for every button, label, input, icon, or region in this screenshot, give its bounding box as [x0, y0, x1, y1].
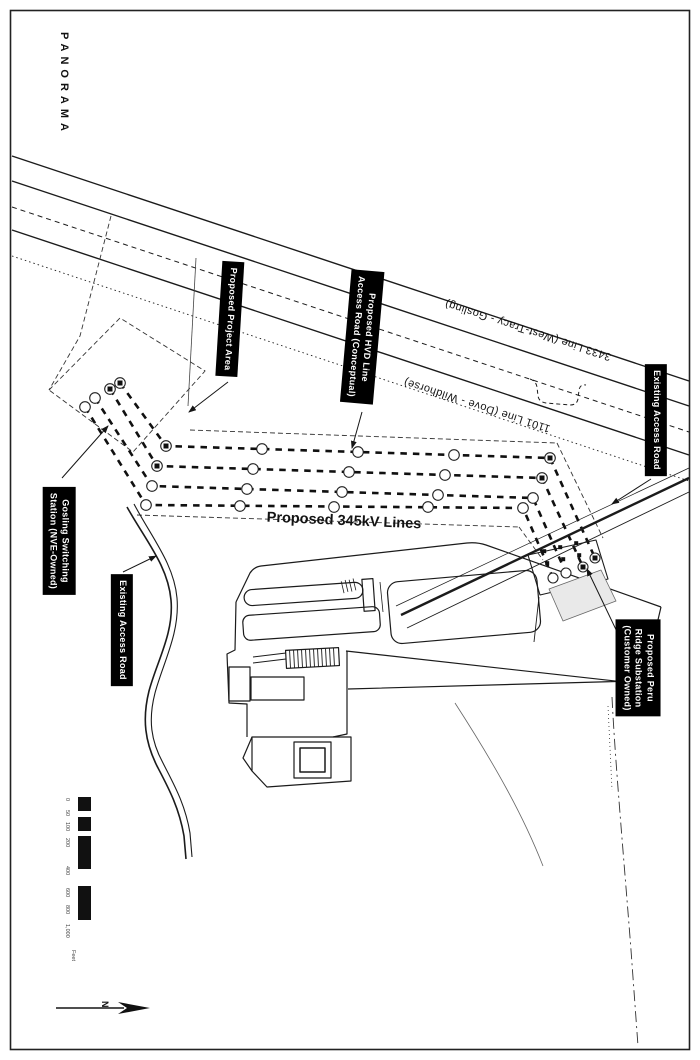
- callout-existing-access-road-left: Existing Access Road: [111, 574, 133, 686]
- scale-unit-label: Feet: [70, 950, 76, 961]
- north-arrow: N: [56, 1001, 150, 1014]
- north-arrow-head: [118, 1002, 150, 1014]
- callout-text: Proposed Project Area: [222, 267, 239, 371]
- leader-lines: [61, 381, 652, 639]
- north-label: N: [100, 1001, 110, 1008]
- scale-label: 400: [64, 866, 70, 875]
- callout-text: Gosling Switching: [60, 499, 71, 583]
- scale-bar: 0 50 100 200 400 600 800 1,000 Feet: [64, 797, 91, 961]
- callout-peru-ridge-substation: Proposed Peru Ridge Substation (Customer…: [615, 619, 661, 717]
- substation-equipment: [542, 541, 582, 566]
- map-border: [9, 9, 691, 1051]
- scale-label: 600: [64, 888, 70, 897]
- callout-existing-access-road-right: Existing Access Road: [645, 364, 667, 476]
- scale-label: 50: [64, 810, 70, 816]
- substation-area: [527, 539, 617, 643]
- callout-text: Ridge Substation: [633, 628, 644, 708]
- callout-text: Existing Access Road: [117, 580, 128, 680]
- access-road-conceptual-line: [187, 257, 197, 407]
- pole-structures: [79, 377, 601, 584]
- callout-text: Proposed Peru: [645, 634, 656, 702]
- scale-label: 800: [64, 905, 70, 914]
- page-title-panorama: PANORAMA: [58, 32, 70, 136]
- existing-access-road-left-path: [126, 503, 193, 860]
- callout-gosling-switching-station: Gosling Switching Station (NVE-Owned): [42, 486, 76, 596]
- scale-label: 1,000: [64, 924, 70, 938]
- scale-label: 200: [64, 838, 70, 847]
- scale-label: 0: [64, 798, 70, 801]
- property-boundary-line: [454, 696, 639, 1047]
- callout-text: Station (NVE-Owned): [49, 492, 59, 590]
- scale-label: 100: [64, 822, 70, 831]
- callout-text: Existing Access Road: [651, 370, 662, 470]
- callout-text: (Customer Owned): [622, 625, 633, 711]
- existing-access-road-right-path: [395, 467, 690, 629]
